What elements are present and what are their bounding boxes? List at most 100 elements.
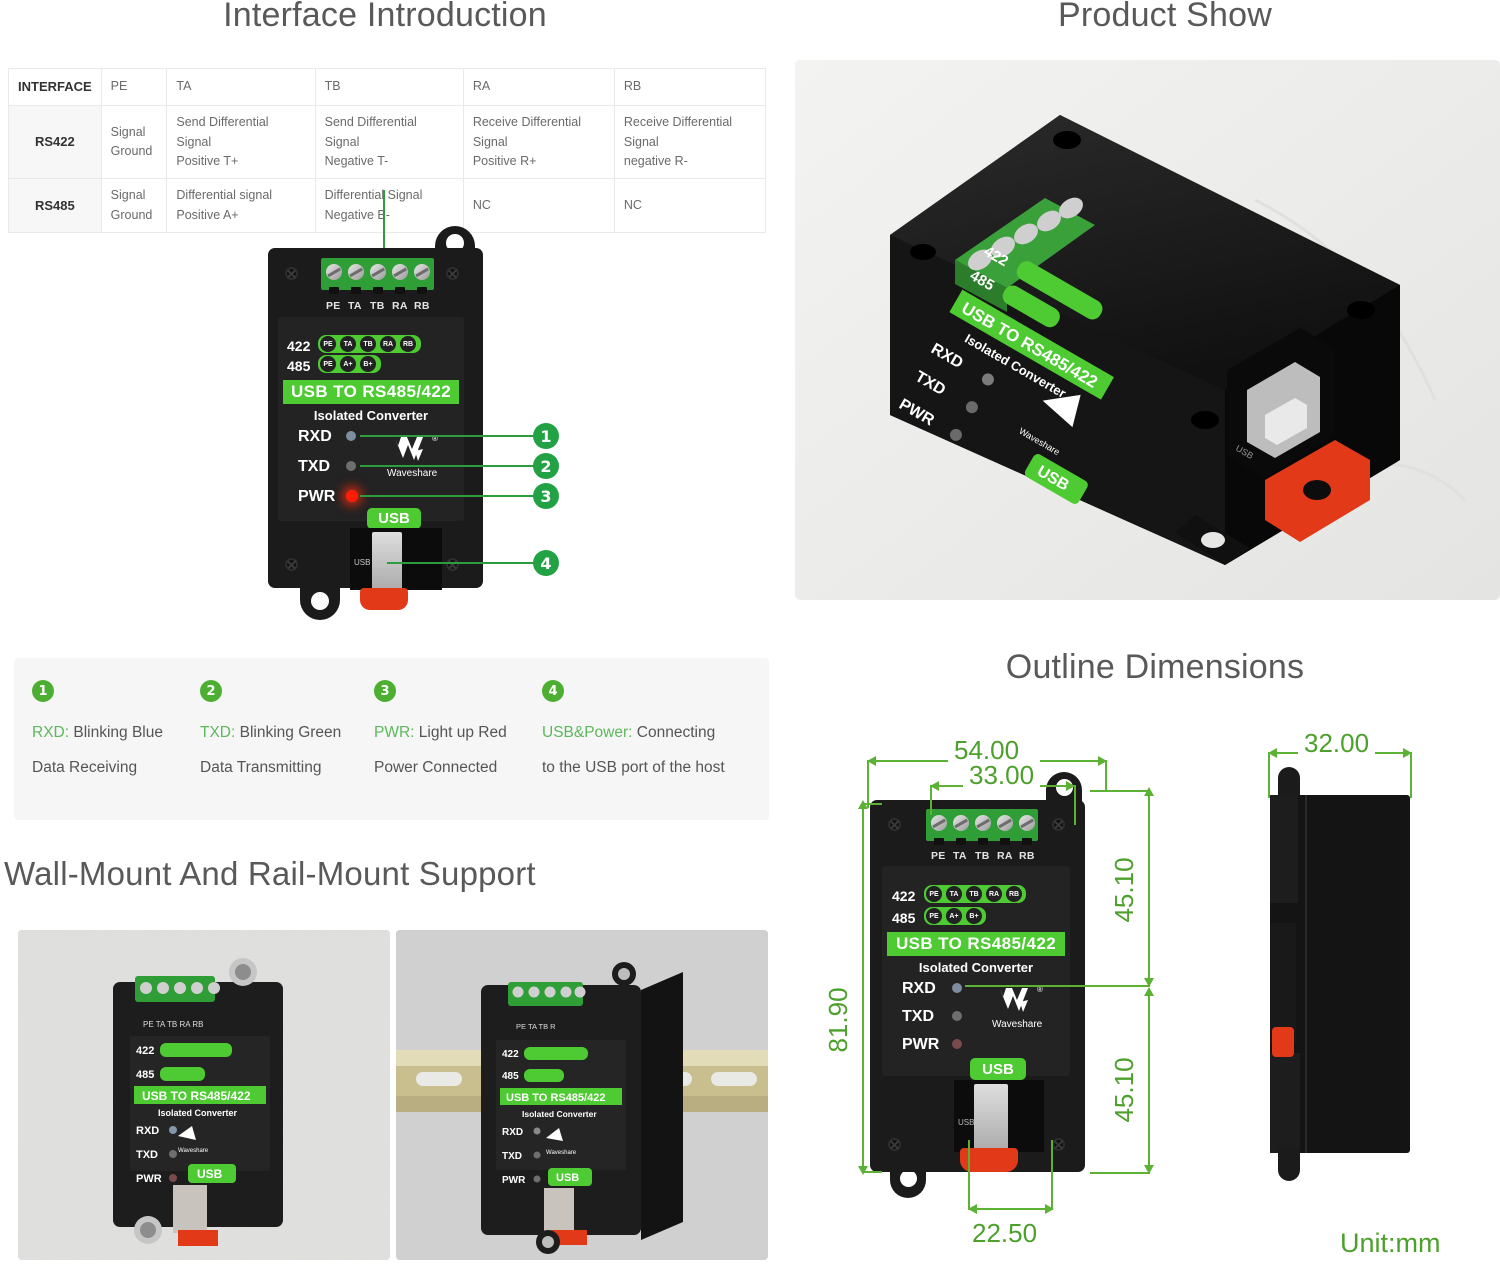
- legend-colon-3: :: [410, 724, 415, 741]
- svg-text:Isolated Converter: Isolated Converter: [522, 1109, 597, 1119]
- table-col-header-interface: INTERFACE: [8, 67, 102, 107]
- product-subtitle: Isolated Converter: [313, 408, 429, 423]
- legend-number-2: 2: [200, 680, 222, 702]
- legend-line2-3: Power Connected: [374, 758, 498, 776]
- product-title-bar: USB TO RS485/422: [283, 380, 459, 404]
- legend-label-pwr: PWR: [374, 724, 411, 741]
- cell-rs422-ra: Receive Differential Signal Positive R+: [462, 105, 615, 180]
- pin-485-b: B+: [360, 356, 376, 372]
- interface-table: INTERFACE PE TA TB RA RB RS422 Signal Gr…: [8, 67, 767, 234]
- terminal-slot-3: [373, 287, 383, 294]
- table-header-row: INTERFACE PE TA TB RA RB: [8, 67, 767, 107]
- svg-text:PE TA TB R: PE TA TB R: [516, 1022, 556, 1031]
- legend-label-txd: TXD: [200, 724, 231, 741]
- legend-item-4: 4 USB&Power: Connecting to the USB port …: [542, 680, 725, 777]
- svg-text:USB TO RS485/422: USB TO RS485/422: [142, 1089, 251, 1103]
- label-422: 422: [287, 338, 311, 354]
- cell-rs422-tb: Send Differential Signal Negative T-: [314, 105, 464, 180]
- usb-tag: USB: [367, 508, 421, 529]
- svg-text:USB: USB: [197, 1167, 223, 1181]
- cell-rs485-rb: NC: [613, 178, 767, 234]
- legend-value-4: Connecting: [636, 724, 716, 741]
- legend-line1-1: RXD: Blinking Blue: [32, 724, 163, 743]
- pin-422-tb: TB: [360, 336, 376, 352]
- cell-rs422-pe: Signal Ground: [100, 105, 168, 180]
- mount-hole-bottom-left: [311, 592, 329, 610]
- pin-485-pe: PE: [320, 356, 336, 372]
- terminal-screw-3: [370, 264, 386, 280]
- cell-rs485-pe: Signal Ground: [100, 178, 168, 234]
- callout-lead-3: [360, 495, 537, 497]
- cell-rs422-ta: Send Differential Signal Positive T+: [166, 105, 316, 180]
- callout-lead-1: [360, 435, 537, 437]
- svg-text:485: 485: [502, 1071, 519, 1082]
- registered-mark: ®: [432, 434, 438, 443]
- pin-422-rb: RB: [400, 336, 416, 352]
- callout-badge-3: 3: [533, 483, 559, 509]
- page-title-product-show: Product Show: [1057, 0, 1273, 34]
- cell-rs485-tb: Differential Signal Negative B-: [314, 178, 464, 234]
- left-column: Interface Introduction INTERFACE PE TA T…: [0, 0, 780, 1280]
- legend-line1-2: TXD: Blinking Green: [200, 724, 341, 743]
- photo-product-show: 422 485 USB TO RS485/422 Isolated Conver…: [795, 60, 1500, 600]
- callout-lead-2: [360, 465, 537, 467]
- pin-485-a: A+: [340, 356, 356, 372]
- callout-badge-4: 4: [533, 550, 559, 576]
- legend-value-3: Light up Red: [418, 724, 507, 741]
- terminal-slot-5: [417, 287, 427, 294]
- table-col-header-ta: TA: [166, 67, 316, 107]
- callout-lead-terminal: [383, 190, 385, 278]
- legend-item-3: 3 PWR: Light up Red Power Connected: [374, 680, 507, 777]
- legend-item-1: 1 RXD: Blinking Blue Data Receiving: [32, 680, 163, 777]
- svg-text:TXD: TXD: [136, 1149, 158, 1161]
- legend-number-4: 4: [542, 680, 564, 702]
- svg-text:422: 422: [502, 1049, 519, 1060]
- page-title-outline-dimensions: Outline Dimensions: [1005, 648, 1305, 686]
- svg-text:USB TO RS485/422: USB TO RS485/422: [506, 1092, 605, 1104]
- callout-lead-4: [387, 562, 537, 564]
- photo-wall-mount: PE TA TB RA RB 422 485 USB TO RS485/422 …: [18, 930, 390, 1260]
- led-label-txd: TXD: [298, 458, 330, 475]
- svg-text:485: 485: [136, 1069, 154, 1081]
- pin-label-rb: RB: [414, 300, 430, 312]
- legend-line2-2: Data Transmitting: [200, 758, 322, 776]
- svg-text:TXD: TXD: [502, 1151, 522, 1162]
- din-rail-clip: [360, 588, 408, 610]
- svg-text:Isolated Converter: Isolated Converter: [158, 1108, 238, 1118]
- screw-top-right: [446, 267, 459, 280]
- device-diagram-annotated: PE TA TB RA RB 422 PE TA TB RA RB 485 PE…: [250, 190, 580, 630]
- screw-bottom-left: [285, 558, 298, 571]
- label-485: 485: [287, 358, 311, 374]
- legend-item-2: 2 TXD: Blinking Green Data Transmitting: [200, 680, 341, 777]
- svg-text:Waveshare: Waveshare: [546, 1150, 577, 1156]
- cell-rs422-rb: Receive Differential Signal negative R-: [613, 105, 767, 180]
- legend-line2-1: Data Receiving: [32, 758, 138, 776]
- svg-text:PWR: PWR: [136, 1173, 162, 1185]
- cell-rs485-ta: Differential signal Positive A+: [166, 178, 316, 234]
- pin-422-ra: RA: [380, 336, 396, 352]
- right-column: Product Show: [780, 0, 1500, 1280]
- legend-colon-2: :: [231, 724, 236, 741]
- screw-bottom-right: [446, 558, 459, 571]
- svg-text:USB: USB: [556, 1172, 579, 1184]
- pin-label-ta: TA: [348, 300, 362, 312]
- legend-colon-4: :: [628, 724, 633, 741]
- callout-badge-1: 1: [533, 423, 559, 449]
- page-title-interface-introduction: Interface Introduction: [223, 0, 547, 34]
- wall-mount-illustration: PE TA TB RA RB 422 485 USB TO RS485/422 …: [18, 930, 390, 1260]
- led-rxd: [346, 431, 356, 441]
- pin-422-pe: PE: [320, 336, 336, 352]
- table-row: RS422 Signal Ground Send Differential Si…: [8, 105, 767, 180]
- rail-mount-illustration: PE TA TB R 422 485 USB TO RS485/422 Isol…: [396, 930, 768, 1260]
- brand-name: Waveshare: [387, 468, 438, 479]
- pin-label-pe: PE: [326, 300, 341, 312]
- usb-side-label: USB: [354, 558, 371, 567]
- product-photo-illustration: 422 485 USB TO RS485/422 Isolated Conver…: [795, 60, 1500, 600]
- table-col-header-rb: RB: [613, 67, 767, 107]
- terminal-screw-5: [414, 264, 430, 280]
- legend-line1-4: USB&Power: Connecting: [542, 724, 725, 743]
- legend-number-1: 1: [32, 680, 54, 702]
- pin-label-tb: TB: [370, 300, 385, 312]
- led-label-pwr: PWR: [298, 488, 336, 505]
- terminal-screw-4: [392, 264, 408, 280]
